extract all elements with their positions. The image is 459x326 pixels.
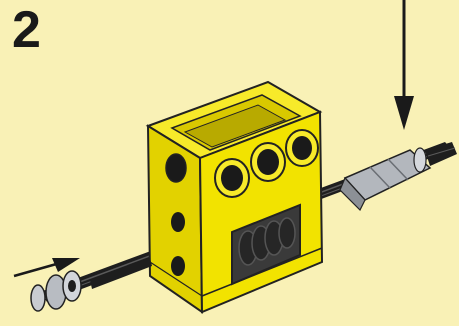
insert-down-arrow-icon (394, 0, 414, 130)
axle-joiner (340, 142, 457, 210)
gearbox-housing (148, 82, 322, 312)
bush (31, 271, 81, 311)
